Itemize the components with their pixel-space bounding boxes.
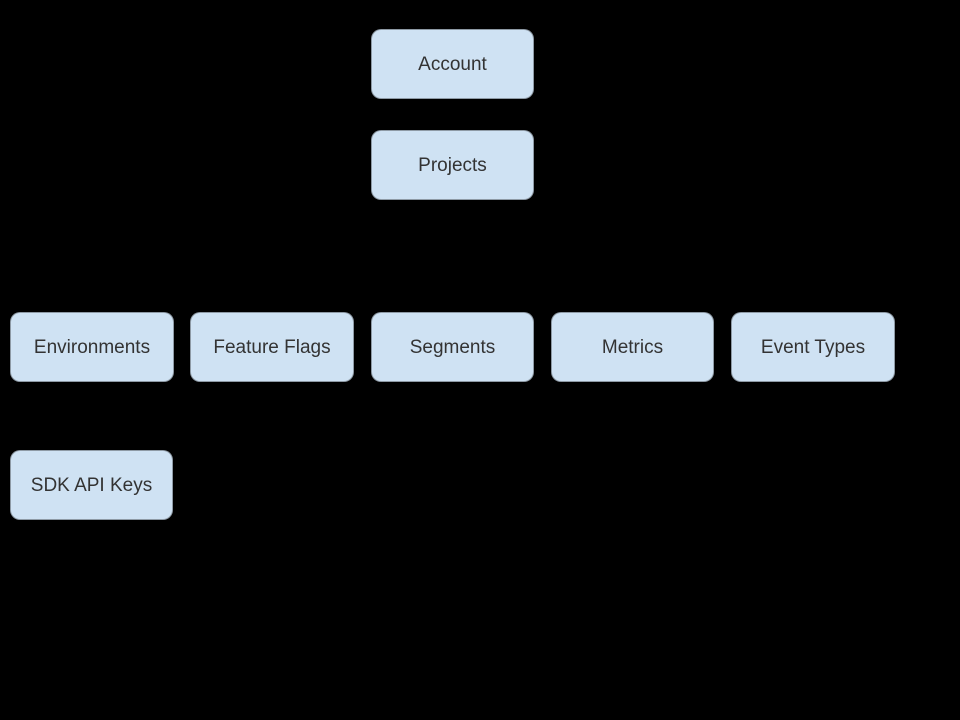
node-feature-flags-label: Feature Flags <box>213 336 331 358</box>
node-event-types-label: Event Types <box>760 336 866 358</box>
node-account-label: Account <box>418 53 487 75</box>
node-environments: Environments <box>10 312 174 382</box>
node-account: Account <box>371 29 534 99</box>
node-sdk-api-keys: SDK API Keys <box>10 450 173 520</box>
node-segments-label: Segments <box>409 336 496 358</box>
node-projects: Projects <box>371 130 534 200</box>
node-environments-label: Environments <box>33 336 151 358</box>
node-sdk-api-keys-label: SDK API Keys <box>30 474 153 496</box>
node-projects-label: Projects <box>418 154 487 176</box>
node-metrics-label: Metrics <box>601 336 664 358</box>
node-event-types: Event Types <box>731 312 895 382</box>
node-feature-flags: Feature Flags <box>190 312 354 382</box>
node-segments: Segments <box>371 312 534 382</box>
node-metrics: Metrics <box>551 312 714 382</box>
